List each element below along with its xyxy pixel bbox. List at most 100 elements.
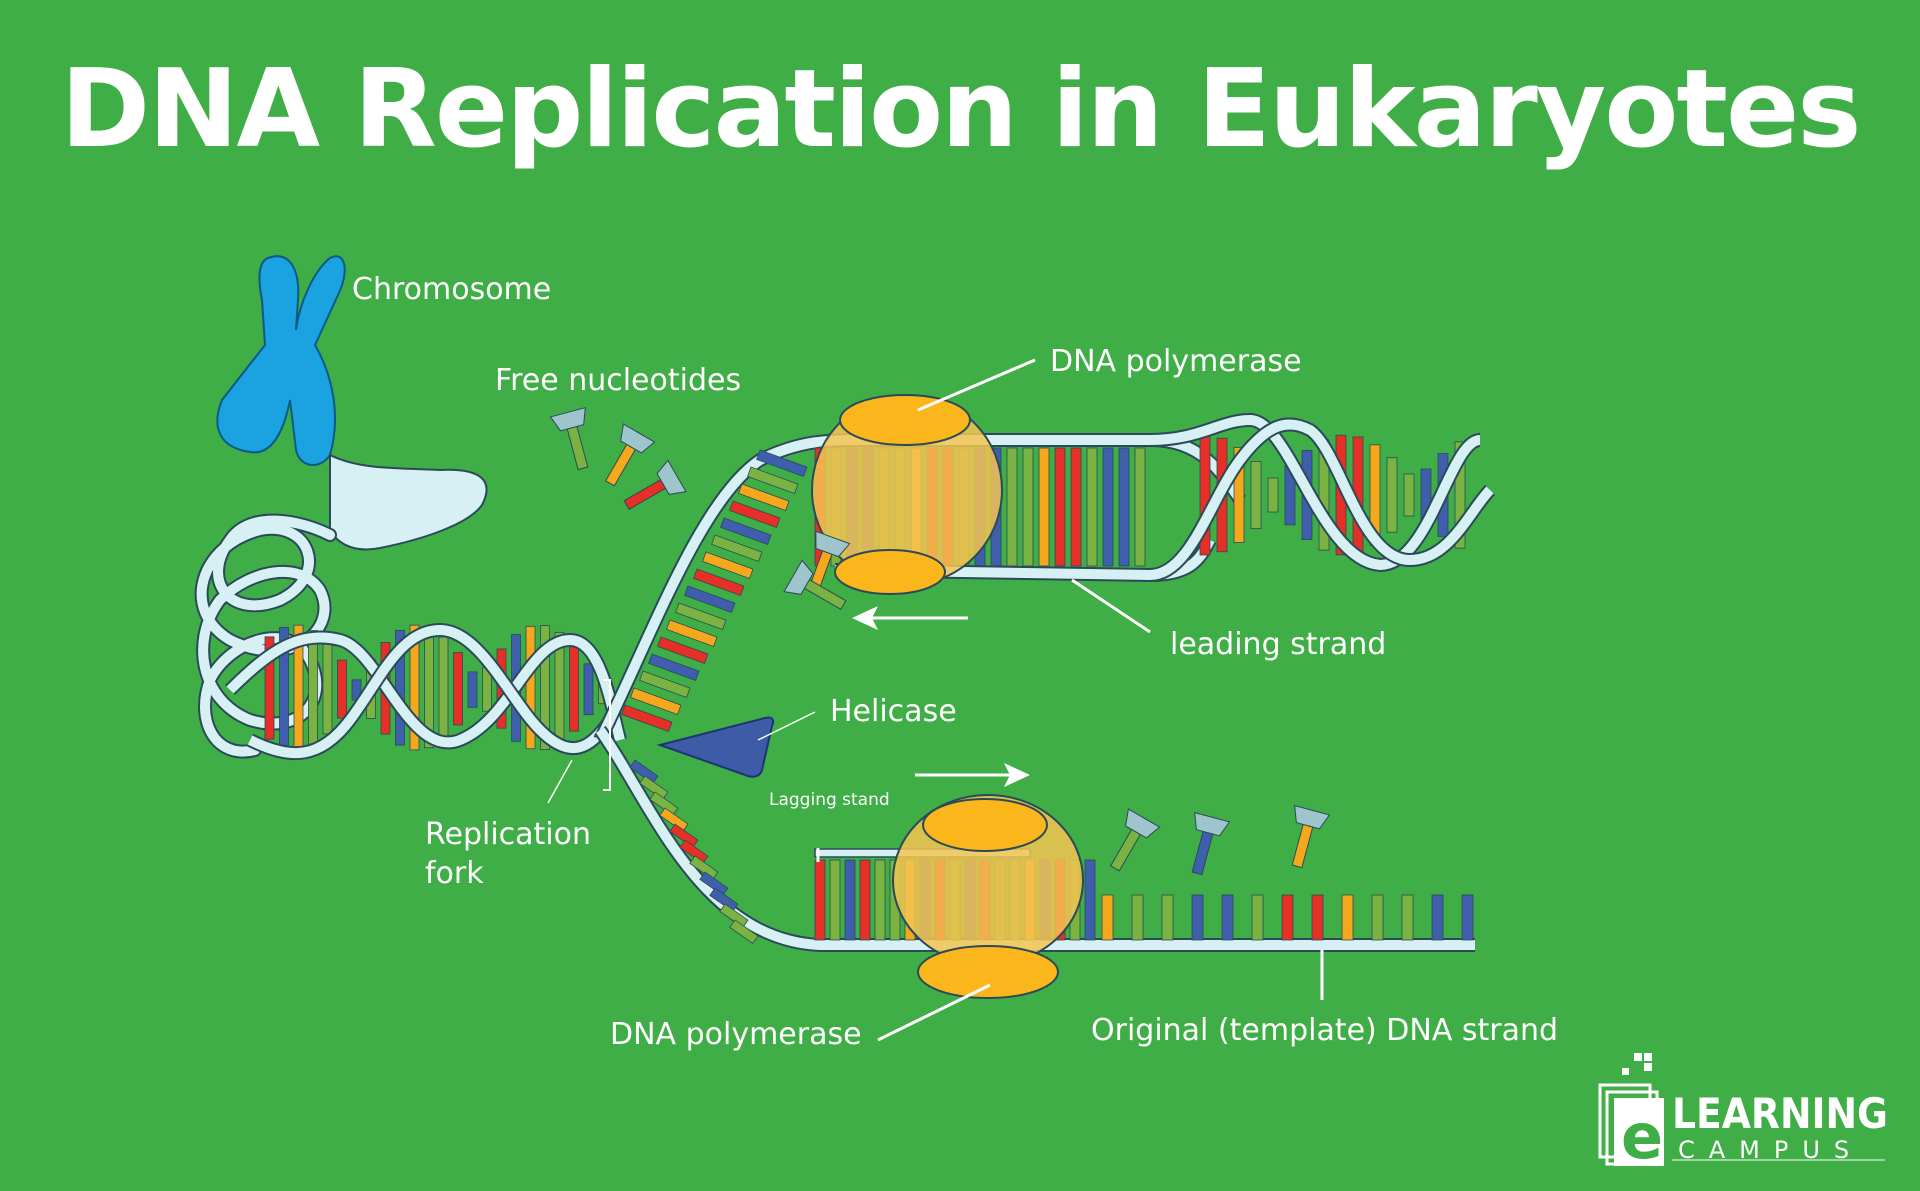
base-pair (1102, 447, 1114, 567)
unpaired-base (702, 551, 754, 580)
base-pair (264, 636, 275, 740)
base-pair (859, 859, 871, 941)
free-nucleotide (1191, 811, 1231, 876)
unpaired-base (729, 919, 759, 944)
unpaired-base (693, 568, 745, 597)
template-base (1131, 894, 1144, 941)
unpaired-base (684, 585, 736, 614)
unpaired-base (639, 775, 669, 800)
base-pair (453, 652, 463, 726)
arrow-left-icon (852, 606, 968, 630)
free-nucleotide (604, 423, 656, 487)
base-pair (1386, 457, 1398, 533)
elearning-campus-logo: e LEARNING CAMPUS (1598, 1053, 1888, 1173)
template-base (1461, 894, 1474, 941)
unpaired-base (747, 466, 799, 495)
base-pair (438, 636, 449, 740)
unpaired-base (719, 903, 749, 928)
unpaired-base (709, 887, 739, 912)
free-nucleotide (1291, 804, 1331, 869)
unzipped-bases-bottom (629, 759, 759, 944)
unpaired-base (756, 449, 808, 478)
label-replication-fork-line1: Replication (425, 817, 591, 852)
base-pair (1038, 447, 1050, 567)
template-strand-bases (1101, 894, 1474, 941)
arrow-right-icon (915, 763, 1030, 787)
unpaired-base (711, 534, 763, 563)
base-pair (1403, 473, 1415, 517)
base-pair (1454, 441, 1466, 549)
template-base (1341, 894, 1354, 941)
unpaired-base (699, 871, 729, 896)
right-helix-strands (1149, 412, 1496, 582)
template-base (1251, 894, 1264, 941)
base-pair (844, 859, 856, 941)
base-pair (1118, 447, 1130, 567)
logo-letter: e (1621, 1100, 1663, 1173)
unpaired-base (630, 687, 682, 716)
base-pair (395, 629, 405, 746)
unpaired-base (659, 807, 689, 832)
base-pair (409, 624, 420, 751)
left-helix-strands (225, 622, 627, 761)
unpaired-base (738, 483, 790, 512)
free-nucleotide (549, 406, 589, 471)
base-pair (1084, 859, 1096, 941)
label-original-strand: Original (template) DNA strand (1091, 1013, 1558, 1048)
base-pair (1054, 447, 1066, 567)
template-base (1101, 894, 1114, 941)
unpaired-base (648, 653, 700, 682)
base-pair (1086, 447, 1098, 567)
template-base (1371, 894, 1384, 941)
unpaired-base (657, 636, 709, 665)
unpaired-base (720, 517, 772, 546)
base-pair (540, 625, 550, 750)
label-free-nucleotides: Free nucleotides (495, 363, 741, 398)
unzipped-bases-top (621, 449, 808, 733)
base-pair (1022, 447, 1034, 567)
label-dna-polymerase-top: DNA polymerase (1050, 344, 1302, 379)
unpaired-base (679, 839, 709, 864)
free-nucleotide (783, 559, 847, 611)
label-chromosome: Chromosome (352, 272, 551, 307)
base-pair (467, 671, 478, 708)
base-pair (337, 659, 347, 719)
unpaired-base (669, 823, 699, 848)
base-pair (1250, 460, 1262, 530)
template-base (1311, 894, 1324, 941)
base-pair (583, 663, 594, 716)
leader-leading-strand (1071, 578, 1151, 634)
helicase-icon (656, 716, 775, 778)
template-base (1431, 894, 1444, 941)
base-pair (1267, 477, 1279, 513)
base-pair (1070, 447, 1082, 567)
label-lagging-stand: Lagging stand (769, 790, 890, 810)
logo-text-top: LEARNING (1672, 1089, 1888, 1138)
template-base (1221, 894, 1234, 941)
leader-helicase (757, 711, 816, 741)
base-pair (322, 642, 333, 735)
base-pair (874, 859, 886, 941)
unpaired-base (729, 500, 781, 529)
unpaired-base (675, 602, 727, 631)
base-pair (829, 859, 841, 941)
dna-polymerase-top (811, 394, 1003, 595)
unpaired-base (689, 855, 719, 880)
label-replication-fork-line2: fork (425, 856, 484, 891)
label-helicase: Helicase (830, 694, 957, 729)
leader-polymerase-top (917, 358, 1036, 412)
fork-strands (593, 433, 1475, 952)
leader-polymerase-bottom (877, 983, 991, 1042)
base-pair (569, 645, 579, 732)
unpaired-base (621, 704, 673, 733)
base-pair (308, 630, 318, 746)
unpaired-base (639, 670, 691, 699)
free-nucleotides (549, 406, 1331, 876)
base-pair (1134, 447, 1146, 567)
template-base (1281, 894, 1294, 941)
replication-fork-bracket (547, 679, 611, 804)
base-pair (1006, 447, 1018, 567)
unpaired-base (629, 759, 659, 784)
